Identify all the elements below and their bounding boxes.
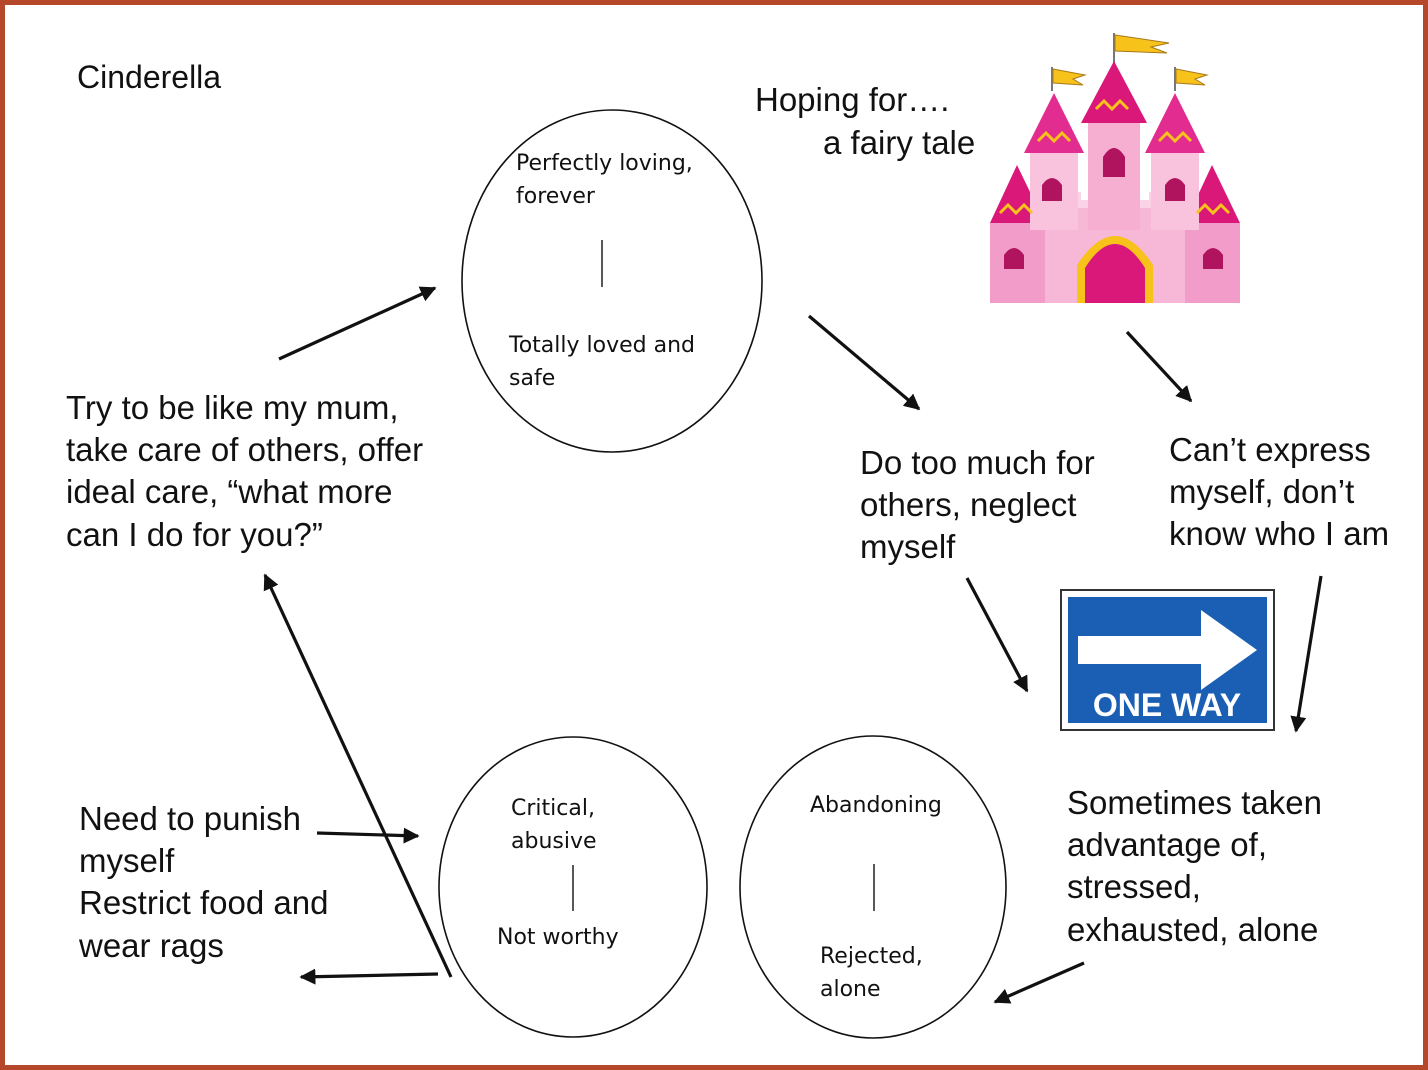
arrow-ideal-to-do-much xyxy=(807,314,921,411)
castle-flags xyxy=(1051,33,1209,91)
circle-critical xyxy=(438,736,708,1038)
hoping-line-1: Hoping for…. xyxy=(755,81,950,118)
try-like-mum-text: Try to be like my mum, take care of othe… xyxy=(66,389,424,553)
diagram-canvas: ONE WAY xyxy=(263,33,1323,1039)
abandon-bottom-text: Rejected, alone xyxy=(820,944,923,1002)
castle-image xyxy=(990,33,1240,303)
punish-text: Need to punish myself Restrict food and … xyxy=(79,800,329,964)
critical-top-text: Critical, abusive xyxy=(511,796,597,854)
circle-abandon xyxy=(739,735,1007,1039)
arrow-punish-to-critical xyxy=(316,827,420,844)
abandon-top-text: Abandoning xyxy=(810,793,942,818)
one-way-sign: ONE WAY xyxy=(1057,561,1277,759)
critical-bottom-text: Not worthy xyxy=(497,925,619,950)
page-title: Cinderella xyxy=(77,59,222,95)
taken-advantage-text: Sometimes taken advantage of, stressed, … xyxy=(1067,784,1322,948)
circle-ideal xyxy=(461,109,763,453)
one-way-sign-text: ONE WAY xyxy=(1093,687,1241,723)
arrow-critical-to-try xyxy=(263,573,453,978)
do-too-much-text: Do too much for others, neglect myself xyxy=(860,444,1095,566)
arrow-taken-to-abandon xyxy=(993,961,1085,1004)
ideal-top-text: Perfectly loving, forever xyxy=(516,151,693,209)
cant-express-text: Can’t express myself, don’t know who I a… xyxy=(1169,431,1390,553)
arrow-to-ideal xyxy=(278,286,437,361)
arrow-do-much-to-sign xyxy=(965,577,1029,693)
arrow-critical-to-rags xyxy=(299,968,439,985)
arrow-castle-to-express xyxy=(1125,330,1193,403)
hoping-line-2: a fairy tale xyxy=(823,124,976,161)
arrow-express-to-taken xyxy=(1290,575,1323,733)
ideal-bottom-text: Totally loved and safe xyxy=(509,333,695,391)
